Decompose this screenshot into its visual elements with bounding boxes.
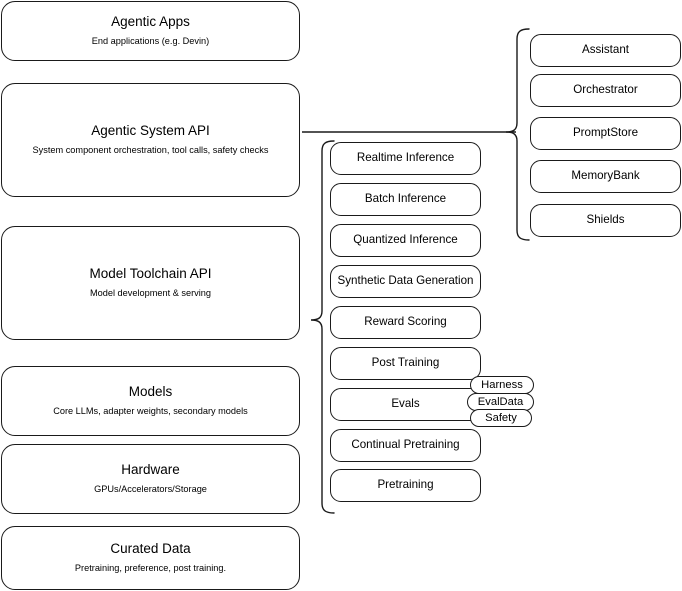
layer-subtitle-models: Core LLMs, adapter weights, secondary mo… [53, 406, 248, 417]
capability-box-pretraining[interactable]: Pretraining [330, 469, 481, 502]
component-label-assistant: Assistant [581, 43, 630, 57]
eval-pill-safety[interactable]: Safety [470, 409, 532, 427]
layer-subtitle-agentic-apps: End applications (e.g. Devin) [91, 36, 210, 47]
capability-label-reward-scoring: Reward Scoring [364, 315, 447, 329]
layer-title-hardware: Hardware [121, 462, 180, 478]
capability-box-post-training[interactable]: Post Training [330, 347, 481, 380]
component-box-promptstore[interactable]: PromptStore [530, 117, 681, 150]
capability-label-continual-pretraining: Continual Pretraining [351, 438, 460, 452]
component-box-shields[interactable]: Shields [530, 204, 681, 237]
capability-box-batch-inference[interactable]: Batch Inference [330, 183, 481, 216]
layer-title-models: Models [128, 384, 173, 400]
capability-box-reward-scoring[interactable]: Reward Scoring [330, 306, 481, 339]
layer-subtitle-hardware: GPUs/Accelerators/Storage [94, 484, 207, 495]
capability-label-post-training: Post Training [371, 356, 440, 370]
capability-label-realtime-inference: Realtime Inference [356, 151, 455, 165]
component-label-orchestrator: Orchestrator [573, 83, 638, 97]
component-box-memorybank[interactable]: MemoryBank [530, 160, 681, 193]
capability-box-continual-pretraining[interactable]: Continual Pretraining [330, 429, 481, 462]
layer-title-model-toolchain-api: Model Toolchain API [89, 266, 212, 282]
capability-label-synthetic-data-generation: Synthetic Data Generation [337, 274, 474, 288]
capability-box-quantized-inference[interactable]: Quantized Inference [330, 224, 481, 257]
layer-box-model-toolchain-api[interactable]: Model Toolchain API Model development & … [1, 226, 300, 340]
component-box-orchestrator[interactable]: Orchestrator [530, 74, 681, 107]
capability-label-quantized-inference: Quantized Inference [353, 233, 458, 247]
capability-box-evals[interactable]: Evals [330, 388, 481, 421]
layer-subtitle-curated-data: Pretraining, preference, post training. [74, 563, 227, 574]
bracket-system-components [505, 28, 530, 241]
layer-box-curated-data[interactable]: Curated Data Pretraining, preference, po… [1, 526, 300, 590]
component-label-promptstore: PromptStore [572, 126, 639, 140]
layer-box-agentic-system-api[interactable]: Agentic System API System component orch… [1, 83, 300, 197]
eval-pill-harness[interactable]: Harness [470, 376, 534, 394]
layer-title-curated-data: Curated Data [110, 541, 191, 557]
capability-label-pretraining: Pretraining [377, 478, 434, 492]
component-label-shields: Shields [586, 213, 625, 227]
capability-box-synthetic-data-generation[interactable]: Synthetic Data Generation [330, 265, 481, 298]
eval-pill-label-evaldata: EvalData [477, 396, 524, 408]
layer-subtitle-model-toolchain-api: Model development & serving [89, 288, 212, 299]
capability-box-realtime-inference[interactable]: Realtime Inference [330, 142, 481, 175]
capability-label-evals: Evals [391, 397, 420, 411]
eval-pill-label-safety: Safety [485, 412, 517, 424]
layer-title-agentic-system-api: Agentic System API [91, 123, 210, 139]
layer-box-hardware[interactable]: Hardware GPUs/Accelerators/Storage [1, 444, 300, 514]
layer-title-agentic-apps: Agentic Apps [111, 14, 190, 30]
component-box-assistant[interactable]: Assistant [530, 34, 681, 67]
layer-subtitle-agentic-system-api: System component orchestration, tool cal… [32, 145, 269, 156]
layer-box-agentic-apps[interactable]: Agentic Apps End applications (e.g. Devi… [1, 1, 300, 61]
eval-pill-label-harness: Harness [481, 379, 523, 391]
capability-label-batch-inference: Batch Inference [364, 192, 447, 206]
component-label-memorybank: MemoryBank [571, 169, 640, 183]
layer-box-models[interactable]: Models Core LLMs, adapter weights, secon… [1, 366, 300, 436]
